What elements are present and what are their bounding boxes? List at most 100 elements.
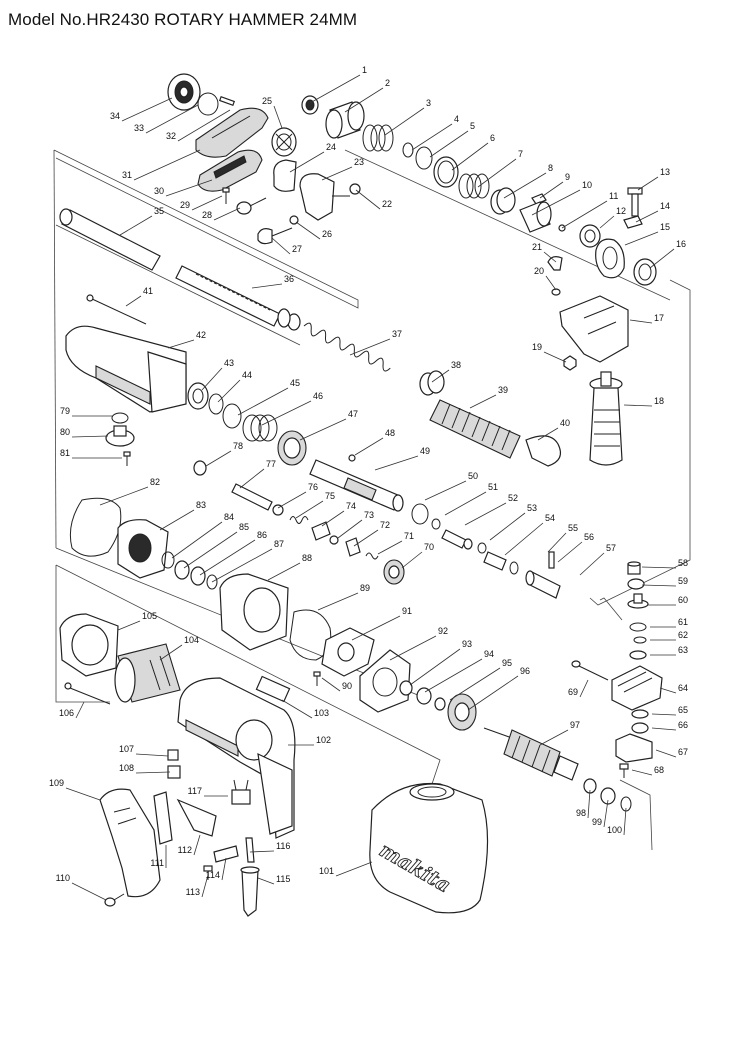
leader-line [531, 189, 581, 216]
part-number-label: 33 [134, 123, 144, 133]
part-number-label: 64 [678, 683, 688, 693]
leader-line [71, 435, 109, 438]
part-number-label: 65 [678, 705, 688, 715]
part-number-label: 2 [385, 78, 390, 88]
leader-line [135, 753, 169, 757]
leader-line [464, 502, 507, 526]
cap-80-part [105, 425, 135, 447]
leader-line [337, 519, 363, 539]
leader-line [299, 418, 347, 441]
pin-52-part [441, 529, 467, 549]
part-number-label: 75 [325, 491, 335, 501]
screw-29-part [222, 187, 230, 204]
switch-112-part [176, 798, 217, 837]
ring-44-part [208, 393, 224, 415]
leader-line [267, 562, 301, 581]
part-number-label: 3 [426, 98, 431, 108]
field-104-part [114, 643, 181, 703]
gear-47-part [277, 430, 307, 466]
fan-96-part [447, 693, 477, 731]
clutch-74-part [311, 521, 331, 541]
part-number-label: 34 [110, 111, 120, 121]
leader-line [135, 771, 171, 774]
ring-86-part [190, 566, 206, 586]
screw-110-part [104, 893, 125, 907]
ring-61-part [629, 622, 647, 632]
part-number-label: 63 [678, 645, 688, 655]
part-number-label: 112 [178, 845, 192, 855]
part-number-label: 103 [314, 708, 329, 718]
part-number-label: 95 [502, 658, 512, 668]
ball-48-part [348, 454, 356, 462]
leader-line [351, 615, 401, 641]
ring-50-part [411, 503, 429, 525]
part-number-label: 90 [342, 681, 352, 691]
leader-line [353, 529, 379, 547]
spring-46-part [242, 414, 278, 442]
part-number-label: 57 [606, 543, 616, 553]
part-number-label: 39 [498, 385, 508, 395]
part-number-label: 20 [534, 266, 544, 276]
leader-line [641, 566, 677, 569]
leader-line [317, 592, 359, 611]
handle-109-part [99, 788, 161, 898]
leader-line [211, 548, 273, 583]
leader-line [237, 387, 289, 416]
part-number-label: 36 [284, 274, 294, 284]
clamp-67-part [615, 733, 653, 763]
leader-line [561, 200, 608, 229]
leader-line [125, 295, 142, 307]
part-number-label: 91 [402, 606, 412, 616]
armature-part [483, 727, 579, 781]
part-number-label: 60 [678, 595, 688, 605]
part-number-label: 28 [202, 210, 212, 220]
ring-38-part [419, 370, 445, 396]
ring-62-part [633, 636, 647, 644]
part-number-label: 12 [616, 206, 626, 216]
leader-line [637, 176, 659, 191]
leader-line [557, 541, 583, 563]
baffle-92-part [359, 649, 411, 713]
leader-line [587, 789, 591, 819]
pin-part [218, 95, 236, 107]
leader-line [249, 850, 275, 853]
leader-line [251, 283, 283, 289]
part-number-label: 79 [60, 406, 70, 416]
leader-line [603, 799, 609, 828]
screw-68-part [619, 763, 629, 778]
part-number-label: 78 [233, 441, 243, 451]
leader-line [579, 552, 605, 576]
gasket-part [69, 497, 122, 557]
ring-73-part [329, 535, 339, 545]
part-number-label: 46 [313, 391, 323, 401]
motor-field-parts [59, 613, 181, 705]
part-number-label: 13 [660, 167, 670, 177]
leader-line [384, 107, 425, 136]
clutch-72-part [345, 537, 361, 557]
leader-line [205, 450, 232, 467]
callout-layer: 1234567891011121314151617181920212223242… [49, 65, 688, 901]
leader-line [119, 215, 153, 236]
leader-line [543, 351, 567, 363]
part-number-label: 82 [150, 477, 160, 487]
o-ring-part [197, 92, 219, 116]
label-103-part [255, 675, 291, 703]
leader-line [159, 509, 195, 531]
part-number-label: 37 [392, 329, 402, 339]
part-number-label: 61 [678, 617, 688, 627]
leader-line [257, 877, 275, 885]
leader-line [424, 658, 483, 693]
cylinder-parts [59, 208, 561, 467]
leader-line [547, 532, 567, 553]
washer-59-part [627, 578, 645, 590]
part-number-label: 16 [676, 239, 686, 249]
part-60 [627, 593, 649, 609]
ring-51-part [431, 518, 441, 530]
part-number-label: 59 [678, 576, 688, 586]
spring-75-part [289, 516, 309, 524]
part-number-label: 5 [470, 121, 475, 131]
part-number-label: 52 [508, 493, 518, 503]
crank-parts [411, 503, 561, 599]
ring-16-part [633, 258, 657, 286]
clamp-part [273, 159, 297, 192]
